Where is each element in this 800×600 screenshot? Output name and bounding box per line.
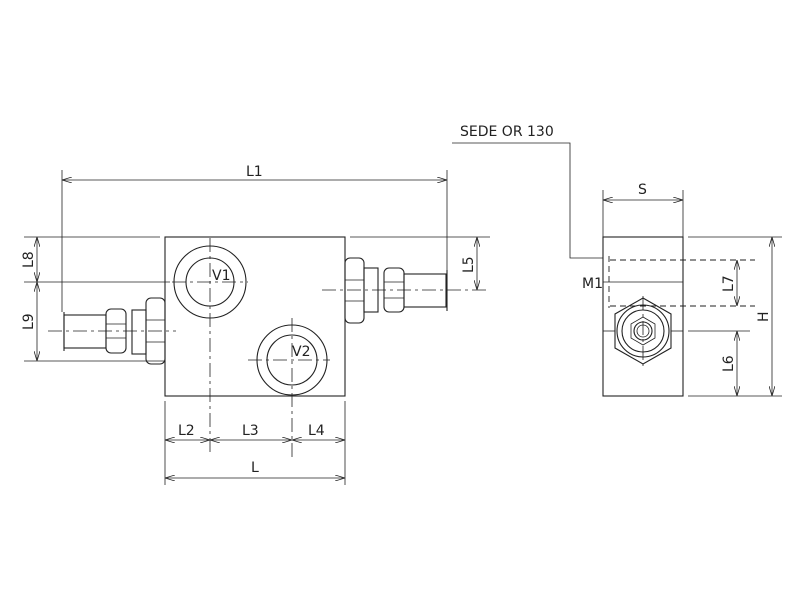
dim-l4: L4: [308, 423, 325, 439]
dim-l2: L2: [178, 423, 195, 439]
side-view: M1 S H L7 L6: [582, 182, 782, 397]
dim-h: H: [756, 311, 772, 322]
dim-l6: L6: [721, 355, 737, 372]
port-v2-label: V2: [292, 344, 310, 360]
valve-body-side: [602, 236, 684, 397]
right-fitting: [344, 257, 448, 324]
port-m1-label: M1: [582, 276, 603, 292]
port-v1-label: V1: [212, 268, 230, 284]
dim-l: L: [251, 460, 259, 476]
front-view: V1 V2: [21, 164, 490, 485]
gauge-port-fitting: [603, 296, 683, 366]
dim-l8: L8: [21, 251, 37, 268]
dim-l1: L1: [246, 164, 263, 180]
dim-l5: L5: [461, 256, 477, 273]
dim-l9: L9: [21, 313, 37, 330]
dim-l7: L7: [721, 275, 737, 292]
dim-s: S: [638, 182, 647, 198]
dim-l3: L3: [242, 423, 259, 439]
left-fitting: [63, 297, 166, 365]
callout-sede-or: SEDE OR 130: [460, 124, 554, 140]
valve-body: [164, 236, 346, 397]
callout-leader: SEDE OR 130: [452, 124, 603, 259]
